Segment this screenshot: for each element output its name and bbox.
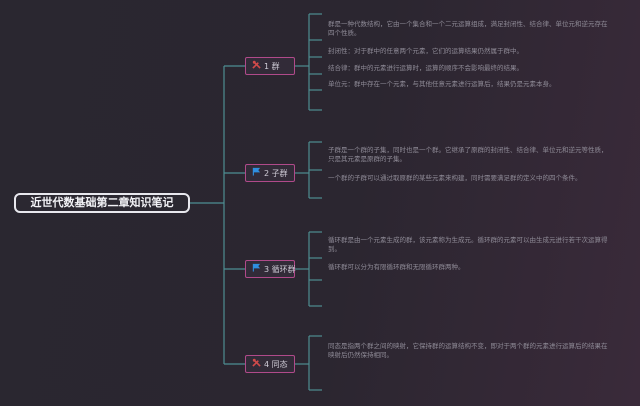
branch-node-subgroup[interactable]: 2 子群 bbox=[245, 164, 295, 182]
branch-node-cyclic-group[interactable]: 3 循环群 bbox=[245, 260, 296, 278]
tools-icon bbox=[252, 357, 261, 372]
branch-label: 4 同态 bbox=[264, 359, 288, 369]
leaf-note: 同态是指两个群之间的映射，它保持群的运算结构不变，即对于两个群的元素进行运算后的… bbox=[328, 342, 608, 359]
leaf-note: 子群是一个群的子集，同时也是一个群。它继承了原群的封闭性、结合律、单位元和逆元等… bbox=[328, 146, 608, 163]
leaf-note: 结合律：群中的元素进行运算时，运算的顺序不会影响最终的结果。 bbox=[328, 64, 523, 72]
leaf-note: 循环群可以分为有限循环群和无限循环群两种。 bbox=[328, 263, 465, 271]
flag-icon bbox=[252, 262, 261, 277]
branch-node-homomorphism[interactable]: 4 同态 bbox=[245, 355, 295, 373]
branch-label: 3 循环群 bbox=[264, 264, 296, 274]
leaf-note: 群是一种代数结构，它由一个集合和一个二元运算组成，满足封闭性、结合律、单位元和逆… bbox=[328, 20, 608, 37]
tools-icon bbox=[252, 59, 261, 74]
leaf-note: 循环群是由一个元素生成的群，该元素称为生成元。循环群的元素可以由生成元进行若干次… bbox=[328, 236, 608, 253]
branch-label: 1 群 bbox=[264, 61, 280, 71]
branch-label: 2 子群 bbox=[264, 168, 288, 178]
root-title: 近世代数基础第二章知识笔记 bbox=[30, 196, 174, 209]
leaf-note: 一个群的子群可以通过取原群的某些元素来构建，同时需要满足群的定义中的四个条件。 bbox=[328, 174, 582, 182]
flag-icon bbox=[252, 166, 261, 181]
branch-node-group[interactable]: 1 群 bbox=[245, 57, 295, 75]
root-node[interactable]: 近世代数基础第二章知识笔记 bbox=[14, 193, 190, 213]
leaf-note: 封闭性：对于群中的任意两个元素，它们的运算结果仍然属于群中。 bbox=[328, 47, 523, 55]
leaf-note: 单位元：群中存在一个元素，与其他任意元素进行运算后，结果仍是元素本身。 bbox=[328, 80, 556, 88]
